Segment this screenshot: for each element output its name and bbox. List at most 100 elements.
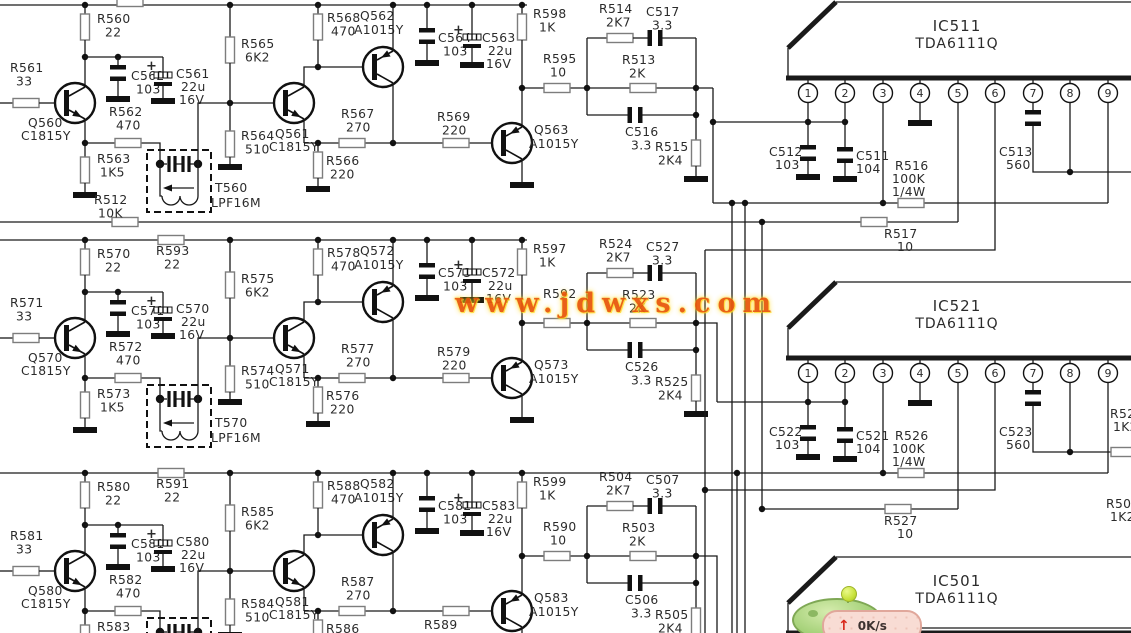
svg-text:R593: R593 (156, 244, 190, 258)
svg-text:LPF16M: LPF16M (211, 196, 261, 210)
svg-text:220: 220 (442, 124, 467, 138)
svg-text:Q563: Q563 (534, 123, 569, 137)
svg-text:+: + (146, 294, 157, 309)
svg-text:2K7: 2K7 (606, 16, 631, 30)
svg-text:220: 220 (442, 359, 467, 373)
svg-text:6: 6 (992, 367, 999, 380)
svg-text:220: 220 (330, 168, 355, 182)
svg-text:C1815Y: C1815Y (269, 375, 319, 389)
amplifier-row-R580: R59122R58022C581103+C58022u16VR58133Q580… (0, 467, 702, 633)
svg-text:R577: R577 (341, 342, 375, 356)
svg-text:103: 103 (443, 513, 468, 527)
svg-text:8: 8 (1067, 87, 1074, 100)
svg-text:R579: R579 (437, 345, 471, 359)
svg-text:Q573: Q573 (534, 358, 569, 372)
svg-text:R52: R52 (1110, 407, 1131, 421)
svg-text:R583: R583 (97, 620, 131, 633)
svg-text:R512: R512 (94, 193, 128, 207)
svg-text:33: 33 (16, 75, 32, 89)
svg-text:7: 7 (1030, 367, 1037, 380)
svg-text:R599: R599 (533, 475, 567, 489)
svg-text:A1015Y: A1015Y (354, 258, 404, 272)
svg-text:3.3: 3.3 (631, 139, 652, 153)
svg-text:R584: R584 (241, 597, 275, 611)
svg-text:C570: C570 (176, 302, 210, 316)
svg-text:4: 4 (917, 367, 924, 380)
svg-text:R597: R597 (533, 242, 567, 256)
svg-text:1K2: 1K2 (1110, 510, 1131, 524)
svg-text:+: + (453, 491, 464, 506)
svg-text:16V: 16V (486, 57, 511, 71)
svg-text:C506: C506 (625, 593, 659, 607)
svg-text:103: 103 (775, 158, 800, 172)
svg-text:Q581: Q581 (275, 595, 310, 609)
svg-text:3.3: 3.3 (631, 607, 652, 621)
svg-text:22u: 22u (181, 80, 206, 94)
svg-text:33: 33 (16, 310, 32, 324)
svg-text:R514: R514 (599, 2, 633, 16)
svg-text:5: 5 (955, 87, 962, 100)
svg-text:C521: C521 (856, 429, 890, 443)
svg-text:C561: C561 (176, 67, 210, 81)
svg-text:470: 470 (331, 25, 356, 39)
svg-text:+: + (453, 23, 464, 38)
svg-text:4: 4 (917, 87, 924, 100)
svg-text:C523: C523 (999, 425, 1033, 439)
svg-text:R516: R516 (895, 159, 929, 173)
svg-text:IC521: IC521 (933, 297, 982, 315)
svg-text:470: 470 (331, 260, 356, 274)
svg-text:9: 9 (1105, 87, 1112, 100)
svg-text:22: 22 (164, 491, 180, 505)
svg-text:1K5: 1K5 (100, 166, 125, 180)
svg-text:R504: R504 (599, 470, 633, 484)
svg-text:1: 1 (805, 367, 812, 380)
svg-text:16V: 16V (486, 292, 511, 306)
svg-text:22: 22 (105, 494, 121, 508)
bus-wires (696, 87, 766, 633)
svg-text:R574: R574 (241, 364, 275, 378)
svg-text:470: 470 (116, 119, 141, 133)
svg-text:TDA6111Q: TDA6111Q (914, 36, 998, 52)
svg-text:Q560: Q560 (28, 116, 63, 130)
svg-text:510: 510 (245, 378, 270, 392)
svg-text:R562: R562 (109, 105, 143, 119)
transistor-Q573 (490, 356, 534, 400)
svg-text:A1015Y: A1015Y (354, 491, 404, 505)
svg-text:6K2: 6K2 (245, 286, 270, 300)
svg-text:10: 10 (550, 66, 566, 80)
transistor-Q583 (490, 589, 534, 633)
svg-text:1K: 1K (539, 489, 556, 503)
svg-text:R588: R588 (327, 479, 361, 493)
svg-text:560: 560 (1006, 158, 1031, 172)
svg-text:R587: R587 (341, 575, 375, 589)
svg-text:16V: 16V (486, 525, 511, 539)
svg-text:Q582: Q582 (360, 477, 395, 491)
svg-text:16V: 16V (179, 328, 204, 342)
svg-text:R576: R576 (326, 389, 360, 403)
svg-text:1K: 1K (539, 256, 556, 270)
svg-text:270: 270 (346, 356, 371, 370)
svg-text:R565: R565 (241, 37, 275, 51)
svg-text:1K: 1K (539, 21, 556, 35)
svg-text:+: + (453, 258, 464, 273)
svg-text:3: 3 (880, 87, 887, 100)
network-speed-widget[interactable]: ↑ 0K/s (790, 584, 940, 633)
svg-text:+: + (146, 527, 157, 542)
svg-text:R560: R560 (97, 12, 131, 26)
svg-text:R568: R568 (327, 11, 361, 25)
svg-text:104: 104 (856, 162, 881, 176)
svg-text:103: 103 (443, 280, 468, 294)
svg-text:C572: C572 (482, 266, 516, 280)
svg-text:R573: R573 (97, 387, 131, 401)
svg-text:270: 270 (346, 589, 371, 603)
svg-text:22u: 22u (181, 548, 206, 562)
svg-text:C580: C580 (176, 535, 210, 549)
watermark: www.jdwxs.com (455, 288, 779, 319)
speed-text: 0K/s (857, 619, 887, 633)
svg-text:A1015Y: A1015Y (529, 372, 579, 386)
svg-text:R525: R525 (655, 375, 689, 389)
svg-text:1: 1 (805, 87, 812, 100)
svg-text:1K5: 1K5 (100, 401, 125, 415)
